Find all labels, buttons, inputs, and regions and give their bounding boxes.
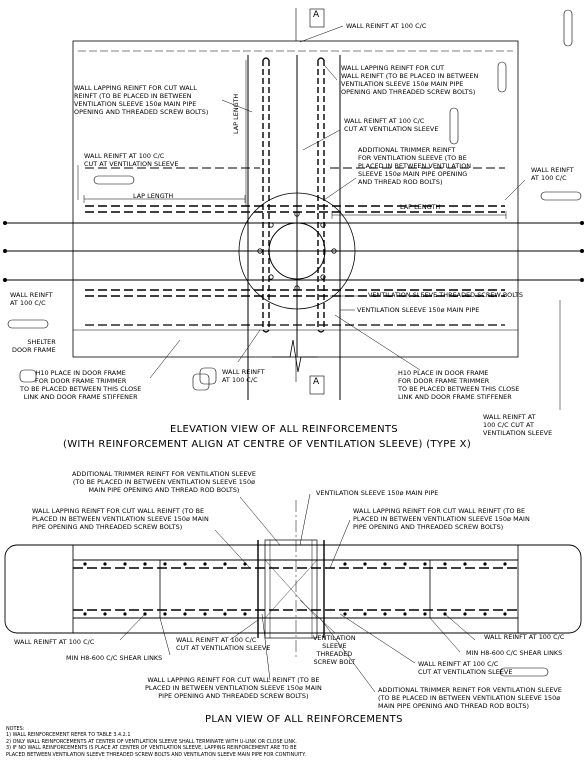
label-lapping-right: WALL LAPPING REINFT FOR CUT WALL REINFT …	[341, 64, 479, 96]
label-threaded-bolts: VENTILATION SLEEVE THREADED SCREW BOLTS	[368, 291, 524, 299]
elevation-title-line1: ELEVATION VIEW OF ALL REINFORCEMENTS	[170, 424, 398, 435]
label-h10-left: H10 PLACE IN DOOR FRAME FOR DOOR FRAME T…	[20, 369, 142, 401]
plan-label-main-pipe: VENTILATION SLEEVE 150ø MAIN PIPE	[316, 489, 439, 497]
plan-label-screw-bolt: VENTILATION SLEEVE THREADED SCREW BOLT	[313, 634, 356, 666]
plan-label-trimmer-top: ADDITIONAL TRIMMER REINFT FOR VENTILATIO…	[72, 470, 256, 494]
lap-hook	[262, 57, 270, 61]
label-shelter-door: SHELTER DOOR FRAME	[12, 338, 56, 354]
label-wall-left: WALL REINFT AT 100 C/C	[10, 291, 53, 307]
lap-hook	[317, 57, 325, 61]
label-trimmer: ADDITIONAL TRIMMER REINFT FOR VENTILATIO…	[358, 146, 472, 186]
label-lap-length-vertical: LAP LENGTH	[232, 93, 240, 134]
section-box-top	[309, 8, 325, 28]
lap-hook	[317, 329, 325, 333]
label-cut-sleeve-left: WALL REINFT AT 100 C/C CUT AT VENTILATIO…	[84, 152, 179, 168]
elevation-title-line2: (WITH REINFORCEMENT ALIGN AT CENTRE OF V…	[63, 439, 472, 450]
label-main-pipe: VENTILATION SLEEVE 150ø MAIN PIPE	[357, 306, 480, 314]
section-mark-top: A	[313, 10, 320, 20]
section-mark-bottom: A	[313, 377, 320, 387]
sleeve-pipe-plan	[264, 539, 318, 639]
label-lap-length-left: LAP LENGTH	[133, 192, 174, 200]
plan-label-shear-right: MIN H8-600 C/C SHEAR LINKS	[466, 649, 563, 657]
ventilation-sleeve-inner	[268, 222, 326, 280]
label-wall-reinft-top: WALL REINFT AT 100 C/C	[346, 22, 427, 30]
label-cut-sleeve-bottom-right: WALL REINFT AT 100 C/C CUT AT VENTILATIO…	[483, 413, 553, 437]
lap-hook	[262, 329, 270, 333]
break-line	[272, 339, 318, 373]
plan-title: PLAN VIEW OF ALL REINFORCEMENTS	[205, 714, 403, 725]
plan-wall-outline	[4, 544, 582, 634]
plan-label-lapping-bottom: WALL LAPPING REINFT FOR CUT WALL REINFT …	[145, 676, 322, 700]
ventilation-sleeve-outer	[238, 192, 356, 310]
plan-label-trimmer-bottom: ADDITIONAL TRIMMER REINFT FOR VENTILATIO…	[378, 686, 562, 710]
plan-label-shear-left: MIN H8-600 C/C SHEAR LINKS	[66, 654, 163, 662]
label-h10-right: H10 PLACE IN DOOR FRAME FOR DOOR FRAME T…	[398, 369, 520, 401]
plan-label-lapping-right: WALL LAPPING REINFT FOR CUT WALL REINFT …	[353, 507, 530, 531]
label-wall-right: WALL REINFT AT 100 C/C	[531, 166, 574, 182]
plan-label-lapping-left: WALL LAPPING REINFT FOR CUT WALL REINFT …	[32, 507, 209, 531]
notes: NOTES: 1) WALL REINFORCEMENT REFER TO TA…	[6, 726, 306, 758]
label-lapping-left: WALL LAPPING REINFT FOR CUT WALL REINFT …	[74, 84, 209, 116]
plan-label-wall-left: WALL REINFT AT 100 C/C	[14, 638, 95, 646]
label-cut-sleeve-mid: WALL REINFT AT 100 C/C CUT AT VENTILATIO…	[344, 117, 439, 133]
section-box-bottom	[309, 375, 325, 395]
plan-label-cut-center: WALL REINFT AT 100 C/C CUT AT VENTILATIO…	[176, 636, 271, 652]
plan-label-wall-right: WALL REINFT AT 100 C/C	[484, 633, 565, 641]
label-lap-length-right: LAP LENGTH	[400, 203, 441, 211]
plan-label-cut-right: WALL REINFT AT 100 C/C CUT AT VENTILATIO…	[418, 660, 513, 676]
label-wall-center: WALL REINFT AT 100 C/C	[222, 368, 265, 384]
